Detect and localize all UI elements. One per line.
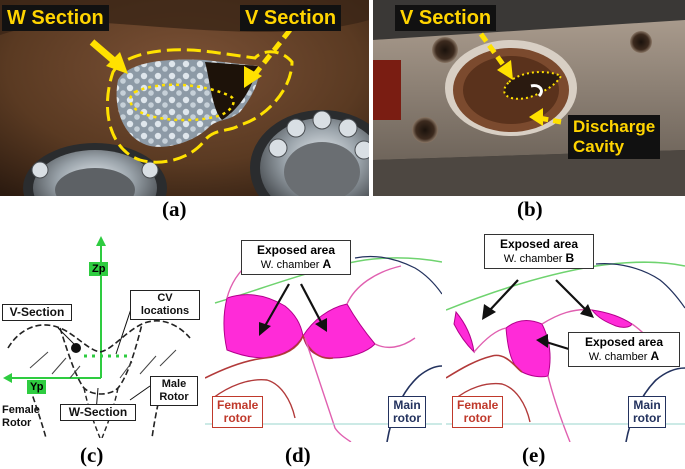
main-e-line1: Main xyxy=(633,398,661,412)
v-section-label: V Section xyxy=(240,5,342,31)
female-d-line1: Female xyxy=(217,398,259,412)
chamber-b-letter: B xyxy=(565,251,575,265)
photo-a-illustration xyxy=(0,0,369,196)
exposed-a-chamber: W. chamber A xyxy=(574,350,674,364)
female-d-line2: rotor xyxy=(223,411,252,425)
caption-b: (b) xyxy=(517,197,543,221)
female-rotor-label-e: Female rotor xyxy=(452,396,504,428)
male-line2: Rotor xyxy=(159,391,189,403)
yp-axis-label: Yp xyxy=(27,380,47,394)
main-e-line2: rotor xyxy=(633,411,661,425)
caption-a: (a) xyxy=(162,197,187,221)
exposed-chamber: W. chamber A xyxy=(247,258,345,272)
main-d-line1: Main xyxy=(393,398,421,412)
discharge-line2: Cavity xyxy=(573,137,625,156)
main-rotor-label-e: Main rotor xyxy=(628,396,666,428)
male-line1: Male xyxy=(161,378,187,390)
female-rotor-label-d: Female rotor xyxy=(212,396,264,428)
female-rotor-label: Female Rotor xyxy=(2,404,42,430)
rotor-schematic xyxy=(3,236,191,438)
caption-d: (d) xyxy=(285,443,311,467)
female-line2: Rotor xyxy=(2,417,32,429)
exposed-title: Exposed area xyxy=(256,243,336,257)
discharge-cavity-label: Discharge Cavity xyxy=(568,115,661,159)
zp-axis-label: Zp xyxy=(89,262,109,276)
v-section-label-b: V Section xyxy=(395,5,497,31)
cv-locations-box: CV locations xyxy=(130,290,200,320)
chamber-a-letter: A xyxy=(650,349,660,363)
main-rotor-label-d: Main rotor xyxy=(388,396,426,428)
chamber-prefix: W. chamber xyxy=(260,259,320,271)
diagram-panel-e: Exposed area W. chamber B Exposed area W… xyxy=(446,228,685,442)
chamber-letter: A xyxy=(322,257,332,271)
photo-panel-a: W Section V Section xyxy=(0,0,369,196)
exposed-b-title: Exposed area xyxy=(499,237,579,251)
cv-line2: locations xyxy=(140,305,190,317)
exposed-area-b-label: Exposed area W. chamber B xyxy=(484,234,594,269)
female-line1: Female xyxy=(2,404,40,416)
chamber-a-prefix: W. chamber xyxy=(588,351,648,363)
chamber-b-prefix: W. chamber xyxy=(503,253,563,265)
female-e-line2: rotor xyxy=(463,411,492,425)
caption-e: (e) xyxy=(522,443,546,467)
w-section-label: W Section xyxy=(2,5,109,31)
w-section-box: W-Section xyxy=(60,404,136,421)
exposed-b-chamber: W. chamber B xyxy=(490,252,588,266)
main-d-line2: rotor xyxy=(393,411,421,425)
discharge-line1: Discharge xyxy=(573,117,656,136)
female-e-line1: Female xyxy=(457,398,499,412)
photo-b-illustration xyxy=(373,0,685,196)
exposed-area-a-label-e: Exposed area W. chamber A xyxy=(568,332,680,367)
v-section-box: V-Section xyxy=(2,304,72,321)
cv-line1: CV xyxy=(157,292,173,304)
diagram-panel-c: Zp Yp V-Section CV locations Female Roto… xyxy=(0,228,205,438)
diagram-panel-d: Exposed area W. chamber A Female rotor M… xyxy=(205,228,442,442)
caption-c: (c) xyxy=(80,443,104,467)
male-rotor-box: Male Rotor xyxy=(150,376,198,406)
photo-panel-b: V Section Discharge Cavity xyxy=(373,0,685,196)
exposed-a-title: Exposed area xyxy=(584,335,664,349)
exposed-area-a-label: Exposed area W. chamber A xyxy=(241,240,351,275)
